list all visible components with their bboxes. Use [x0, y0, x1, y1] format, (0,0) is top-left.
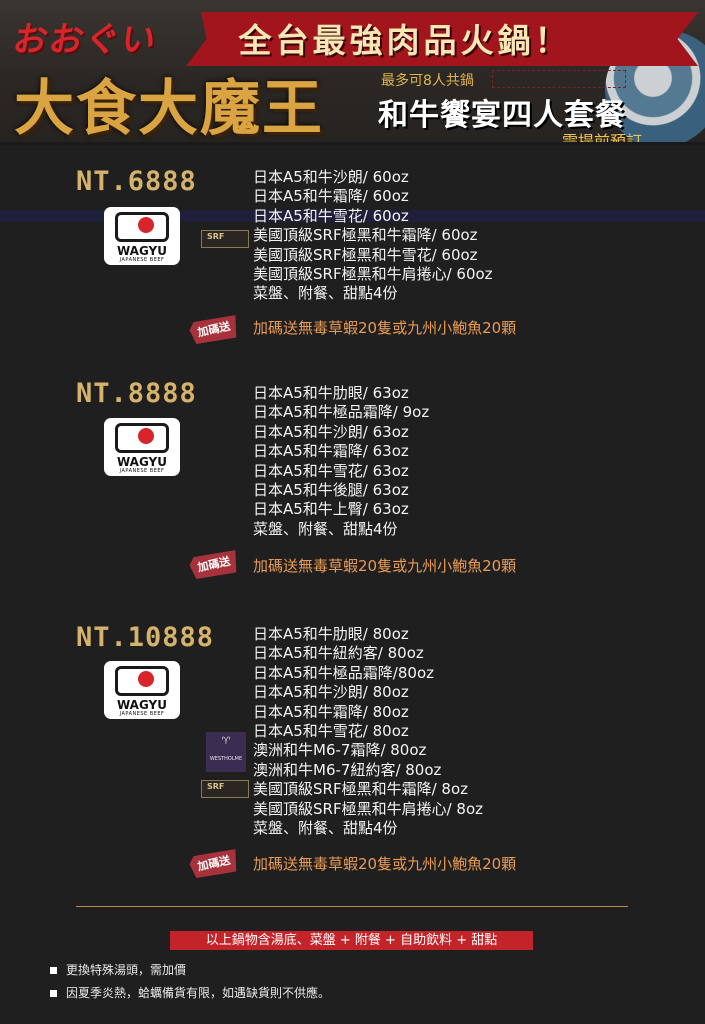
red-sun-icon	[138, 428, 154, 444]
westholme-logo-name: WESTHOLME	[209, 756, 243, 762]
list-item: 美國頂級SRF極黑和牛霜降/ 8oz	[253, 780, 468, 799]
wagyu-logo-word: WAGYU	[116, 244, 167, 258]
red-sun-icon	[138, 217, 154, 233]
list-item: 澳洲和牛M6-7紐約客/ 80oz	[253, 760, 442, 779]
list-item: 日本A5和牛雪花/ 63oz	[253, 461, 409, 480]
package-item-list: 日本A5和牛沙朗/ 60oz 日本A5和牛霜降/ 60oz 日本A5和牛雪花/ …	[253, 168, 493, 304]
list-item: 日本A5和牛極品霜降/80oz	[253, 663, 434, 682]
note-item: 更換特殊湯頭，需加價	[50, 962, 330, 985]
wagyu-logo-icon: WAGYU JAPANESE BEEF	[104, 418, 180, 476]
bonus-badge: 加碼送	[188, 847, 240, 880]
list-item: 日本A5和牛肋眼/ 80oz	[253, 625, 409, 643]
cow-outline-icon	[115, 212, 169, 242]
package-price: NT.8888	[76, 378, 197, 409]
wagyu-logo-word: WAGYU	[116, 455, 167, 469]
cow-outline-icon	[115, 423, 169, 453]
note-item: 因夏季炎熱，蛤蠣備貨有限，如遇缺貨則不供應。	[50, 985, 330, 1008]
list-item: 美國頂級SRF極黑和牛肩捲心/ 60oz	[253, 265, 493, 284]
square-bullet-icon	[50, 967, 57, 974]
list-item: 日本A5和牛上臀/ 63oz	[253, 500, 409, 519]
red-sun-icon	[138, 671, 154, 687]
list-item: 日本A5和牛霜降/ 80oz	[253, 702, 409, 721]
section-divider	[76, 906, 628, 907]
bonus-badge: 加碼送	[188, 313, 240, 346]
wagyu-logo-icon: WAGYU JAPANESE BEEF	[104, 207, 180, 265]
list-item: 菜盤、附餐、甜點4份	[253, 819, 398, 838]
inclusions-bar: 以上鍋物含湯底、菜盤 + 附餐 + 自助飲料 + 甜點	[170, 931, 533, 950]
list-item: 日本A5和牛雪花/ 60oz	[253, 206, 409, 225]
list-item: 日本A5和牛霜降/ 63oz	[253, 442, 409, 461]
list-item: 日本A5和牛沙朗/ 60oz	[253, 168, 409, 186]
cow-outline-icon	[115, 666, 169, 696]
list-item: 日本A5和牛肋眼/ 63oz	[253, 384, 409, 402]
list-item: 日本A5和牛極品霜降/ 9oz	[253, 403, 430, 422]
square-bullet-icon	[50, 990, 57, 997]
srf-logo-icon: SRF	[201, 230, 249, 248]
list-item: 日本A5和牛雪花/ 80oz	[253, 722, 409, 741]
note-text: 因夏季炎熱，蛤蠣備貨有限，如遇缺貨則不供應。	[66, 986, 331, 1000]
srf-logo-icon: SRF	[201, 780, 249, 798]
wagyu-logo-sub: JAPANESE BEEF	[119, 711, 165, 717]
list-item: 日本A5和牛霜降/ 60oz	[253, 187, 409, 206]
package-item-list: 日本A5和牛肋眼/ 63oz 日本A5和牛極品霜降/ 9oz 日本A5和牛沙朗/…	[253, 384, 429, 539]
restaurant-title: 大食大魔王	[14, 74, 324, 144]
brand-logo-text: おおぐい	[9, 20, 161, 60]
capacity-note: 最多可8人共鍋	[381, 73, 474, 89]
list-item: 日本A5和牛沙朗/ 80oz	[253, 683, 409, 702]
note-text: 更換特殊湯頭，需加價	[66, 963, 187, 977]
westholme-logo-icon: ♈ WESTHOLME	[206, 732, 246, 772]
list-item: 日本A5和牛後腿/ 63oz	[253, 481, 409, 500]
banner-headline: 全台最強肉品火鍋！	[238, 21, 572, 60]
srf-logo-text: SRF	[207, 782, 225, 791]
bonus-badge: 加碼送	[188, 548, 240, 581]
list-item: 菜盤、附餐、甜點4份	[253, 519, 398, 538]
srf-logo-text: SRF	[207, 232, 225, 241]
notes-list: 更換特殊湯頭，需加價 因夏季炎熱，蛤蠣備貨有限，如遇缺貨則不供應。	[50, 962, 330, 1008]
red-ribbon	[186, 12, 698, 66]
list-item: 日本A5和牛紐約客/ 80oz	[253, 644, 424, 663]
bonus-text: 加碼送無毒草蝦20隻或九州小鮑魚20顆	[253, 319, 517, 337]
package-item-list: 日本A5和牛肋眼/ 80oz 日本A5和牛紐約客/ 80oz 日本A5和牛極品霜…	[253, 625, 483, 838]
set-title: 和牛饗宴四人套餐	[378, 98, 626, 133]
package-price: NT.6888	[76, 166, 197, 197]
list-item: 美國頂級SRF極黑和牛雪花/ 60oz	[253, 245, 478, 264]
wagyu-logo-word: WAGYU	[116, 698, 167, 712]
list-item: 菜盤、附餐、甜點4份	[253, 284, 398, 303]
bonus-text: 加碼送無毒草蝦20隻或九州小鮑魚20顆	[253, 855, 517, 873]
list-item: 美國頂級SRF極黑和牛肩捲心/ 8oz	[253, 799, 483, 818]
wagyu-logo-icon: WAGYU JAPANESE BEEF	[104, 661, 180, 719]
wagyu-logo-sub: JAPANESE BEEF	[119, 257, 165, 263]
bull-head-icon: ♈	[221, 736, 231, 747]
list-item: 美國頂級SRF極黑和牛霜降/ 60oz	[253, 226, 478, 245]
preorder-note: 需提前預訂	[562, 132, 643, 146]
header-banner: おおぐい 全台最強肉品火鍋！ 大食大魔王 最多可8人共鍋 和牛饗宴四人套餐 需提…	[0, 0, 705, 146]
bonus-text: 加碼送無毒草蝦20隻或九州小鮑魚20顆	[253, 557, 517, 575]
wagyu-logo-sub: JAPANESE BEEF	[119, 468, 165, 474]
red-tagline	[492, 70, 626, 88]
list-item: 日本A5和牛沙朗/ 63oz	[253, 422, 409, 441]
list-item: 澳洲和牛M6-7霜降/ 80oz	[253, 741, 427, 760]
package-price: NT.10888	[76, 622, 215, 653]
